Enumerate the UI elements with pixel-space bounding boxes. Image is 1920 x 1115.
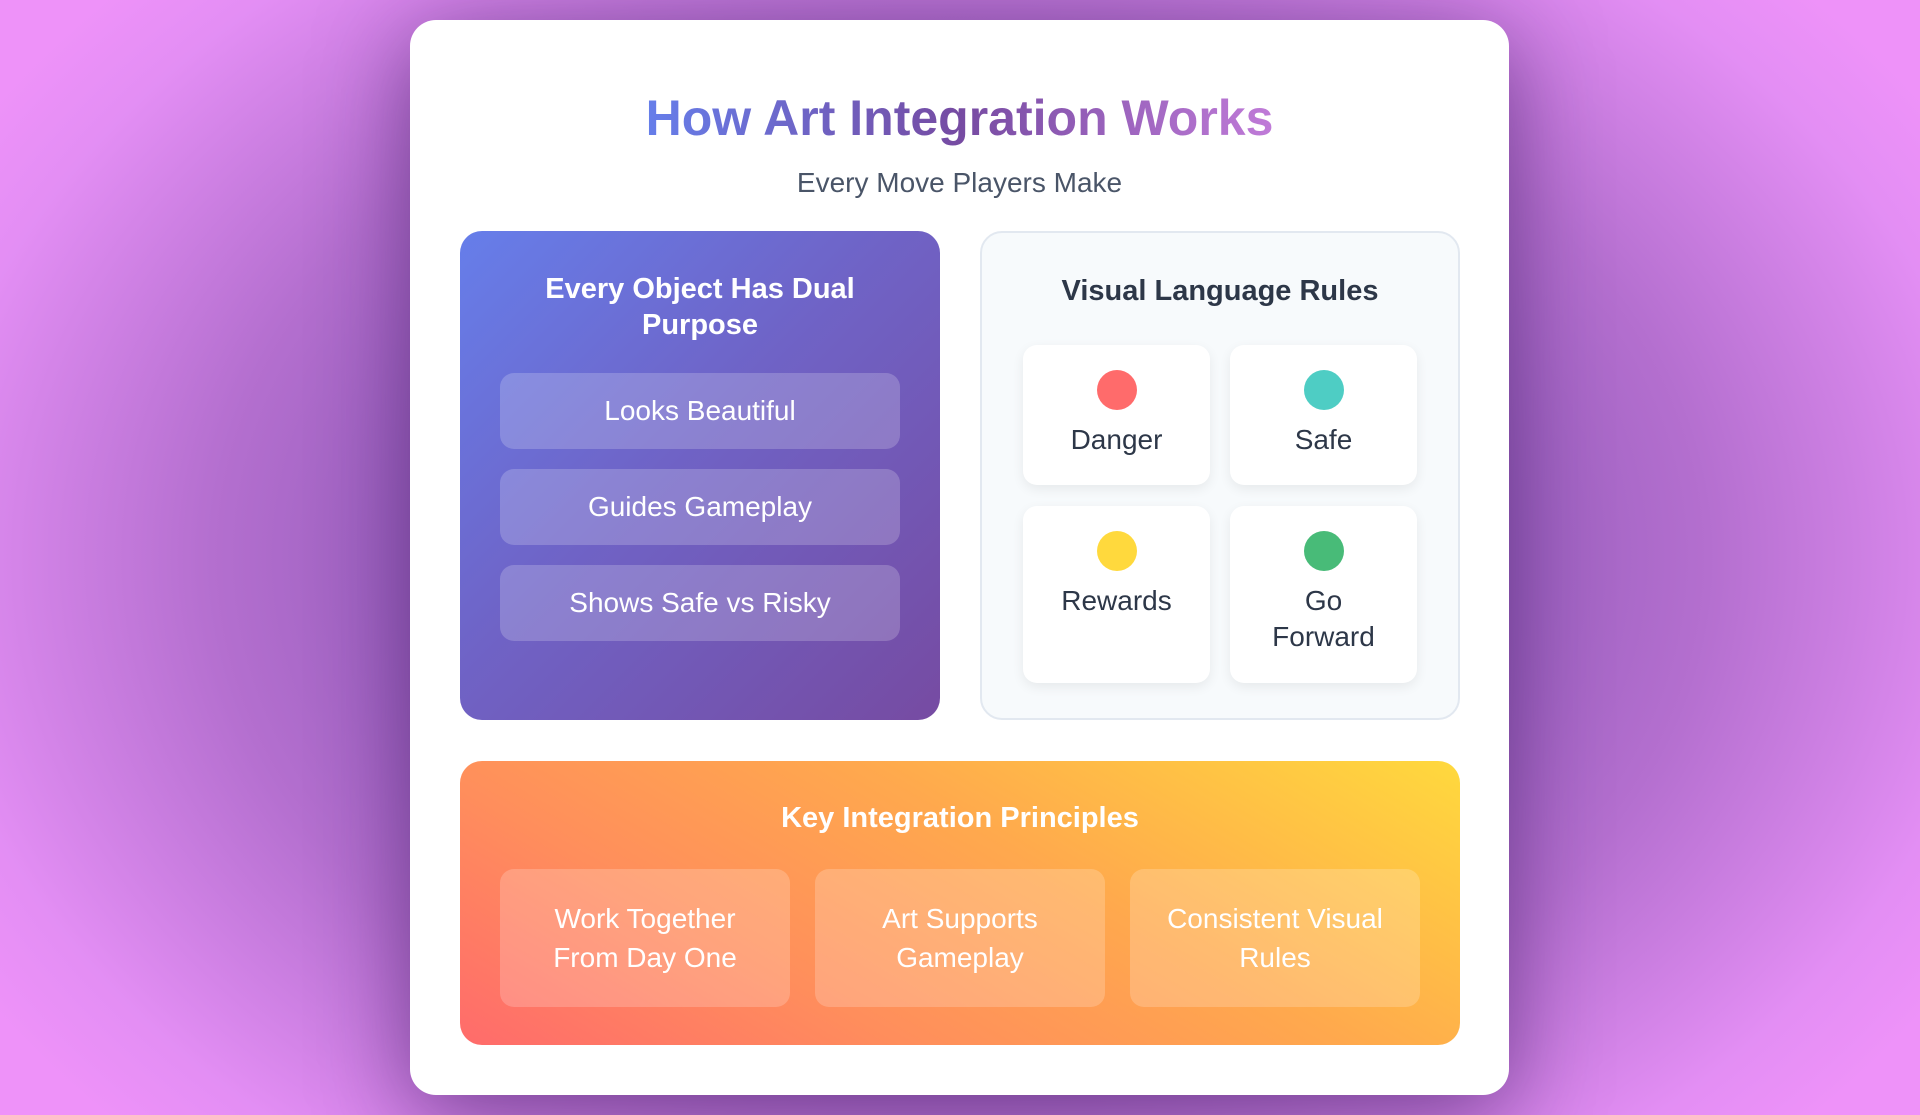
principles-title: Key Integration Principles (781, 802, 1139, 834)
principle-item: Art Supports Gameplay (815, 869, 1105, 1007)
page-title: How Art Integration Works (645, 90, 1274, 146)
rules-grid: Danger Safe Rewards Go Forward (1023, 345, 1417, 683)
yellow-dot-icon (1096, 531, 1137, 571)
principle-item: Consistent Visual Rules (1130, 869, 1420, 1007)
principle-item: Work Together From Day One (500, 869, 790, 1007)
dual-purpose-item: Looks Beautiful (500, 373, 900, 449)
green-dot-icon (1303, 531, 1344, 571)
rule-tile-danger: Danger (1023, 345, 1210, 485)
dual-purpose-title: Every Object Has Dual Purpose (545, 273, 855, 341)
principles-panel: Key Integration Principles Work Together… (460, 761, 1460, 1045)
rule-tile-rewards: Rewards (1023, 506, 1210, 683)
dual-purpose-item: Guides Gameplay (500, 469, 900, 545)
dual-purpose-panel: Every Object Has Dual Purpose Looks Beau… (460, 231, 940, 720)
rule-tile-go-forward: Go Forward (1230, 506, 1417, 683)
page-subtitle: Every Move Players Make (796, 167, 1123, 198)
rule-tile-safe: Safe (1230, 345, 1417, 485)
main-card: How Art Integration Works Every Move Pla… (410, 20, 1509, 1095)
rule-label: Safe (1294, 424, 1353, 455)
rule-label: Go Forward (1272, 585, 1375, 652)
teal-dot-icon (1303, 370, 1344, 410)
visual-language-panel: Visual Language Rules Danger Safe Reward… (980, 231, 1460, 720)
rule-label: Rewards (1061, 585, 1172, 616)
visual-language-title: Visual Language Rules (1061, 275, 1379, 307)
red-dot-icon (1096, 370, 1137, 410)
dual-purpose-item: Shows Safe vs Risky (500, 565, 900, 641)
rule-label: Danger (1070, 424, 1163, 455)
principles-row: Work Together From Day One Art Supports … (500, 869, 1420, 1007)
